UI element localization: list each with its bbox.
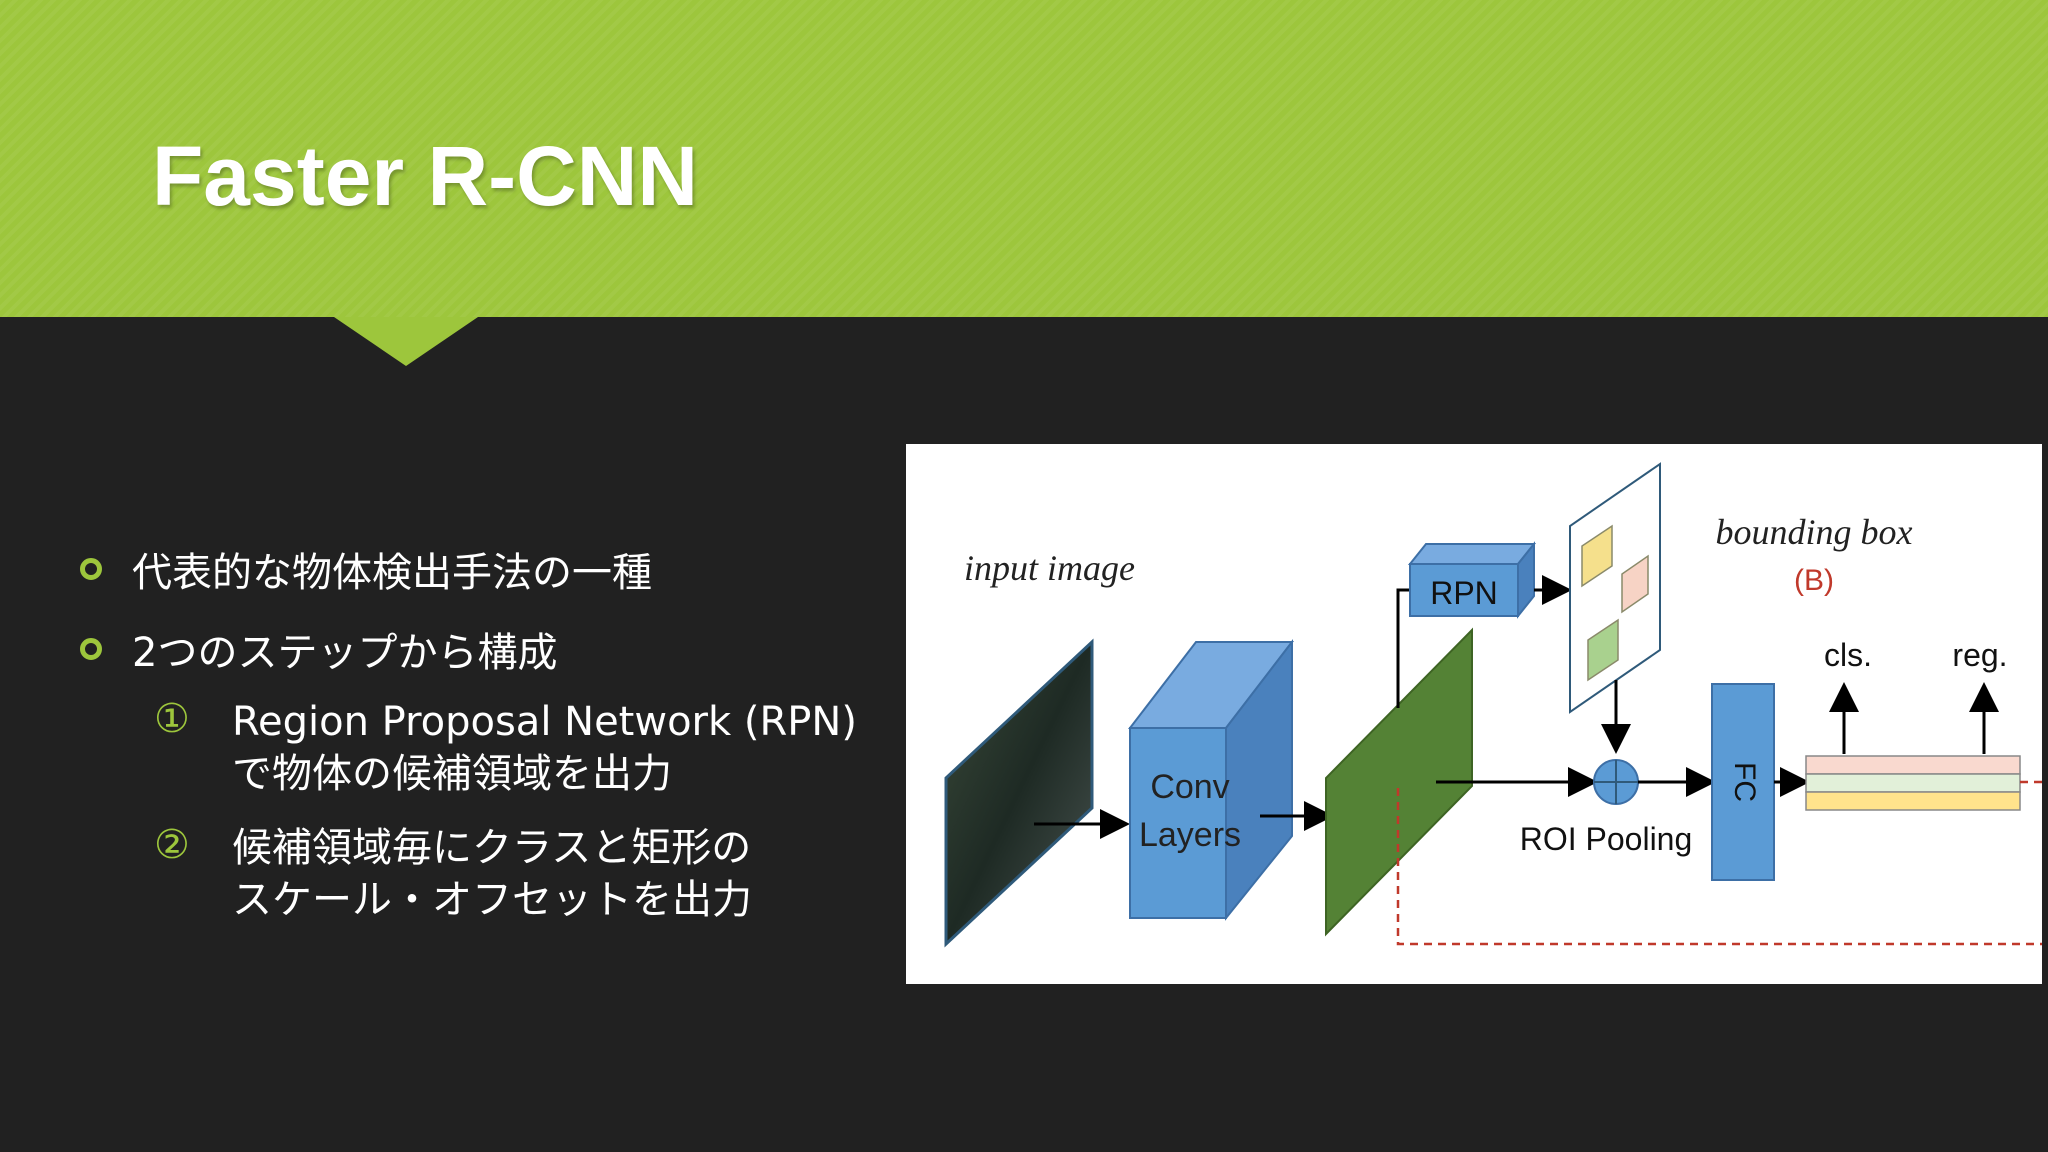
layers-label: Layers [1139, 816, 1241, 854]
bullet-item: 代表的な物体検出手法の一種 [80, 540, 652, 598]
feature-map [1325, 627, 1473, 937]
output-vector [1805, 755, 2021, 811]
sub-bullet-line: で物体の候補領域を出力 [232, 751, 672, 797]
input-image [944, 638, 1094, 948]
sub-bullet-item: ① Region Proposal Network (RPN) で物体の候補領域… [154, 696, 857, 800]
roi-pooling-label: ROI Pooling [1520, 821, 1693, 857]
dashed-red-line [1396, 788, 2042, 946]
connector-line [1396, 588, 1410, 708]
rpn-label: RPN [1430, 575, 1498, 611]
input-image-label: input image [964, 548, 1135, 588]
circle-bullet-icon [80, 558, 102, 580]
conv-layers-block: Conv Layers [1127, 639, 1295, 921]
diagram-svg: input image Conv Layers RPN [944, 462, 2042, 948]
bounding-box-sub-label: (B) [1794, 564, 1834, 597]
region-proposals [1569, 462, 1661, 714]
bullet-text: 代表的な物体検出手法の一種 [132, 550, 652, 596]
circle-bullet-icon [80, 638, 102, 660]
sub-bullet-line: Region Proposal Network (RPN) [232, 699, 857, 745]
faster-rcnn-diagram: input image Conv Layers RPN [906, 444, 2042, 984]
sub-bullet-item: ② 候補領域毎にクラスと矩形の スケール・オフセットを出力 [154, 822, 752, 926]
bounding-box-label: bounding box [1716, 512, 1913, 552]
sub-bullet-marker: ② [154, 822, 190, 868]
cls-label: cls. [1824, 637, 1872, 673]
fc-label: FC [1728, 762, 1761, 802]
slide-title: Faster R-CNN [152, 129, 699, 223]
sub-bullet-line: 候補領域毎にクラスと矩形の [232, 825, 752, 871]
rpn-block: RPN [1407, 541, 1537, 619]
conv-label: Conv [1150, 768, 1229, 806]
bullet-text: 2つのステップから構成 [132, 630, 558, 676]
bullet-item: 2つのステップから構成 [80, 620, 557, 678]
roi-pooling-node [1593, 759, 1639, 805]
sub-bullet-line: スケール・オフセットを出力 [232, 877, 752, 923]
fc-block: FC [1711, 683, 1775, 881]
title-banner [0, 0, 2048, 317]
reg-label: reg. [1952, 637, 2007, 673]
sub-bullet-marker: ① [154, 696, 190, 742]
